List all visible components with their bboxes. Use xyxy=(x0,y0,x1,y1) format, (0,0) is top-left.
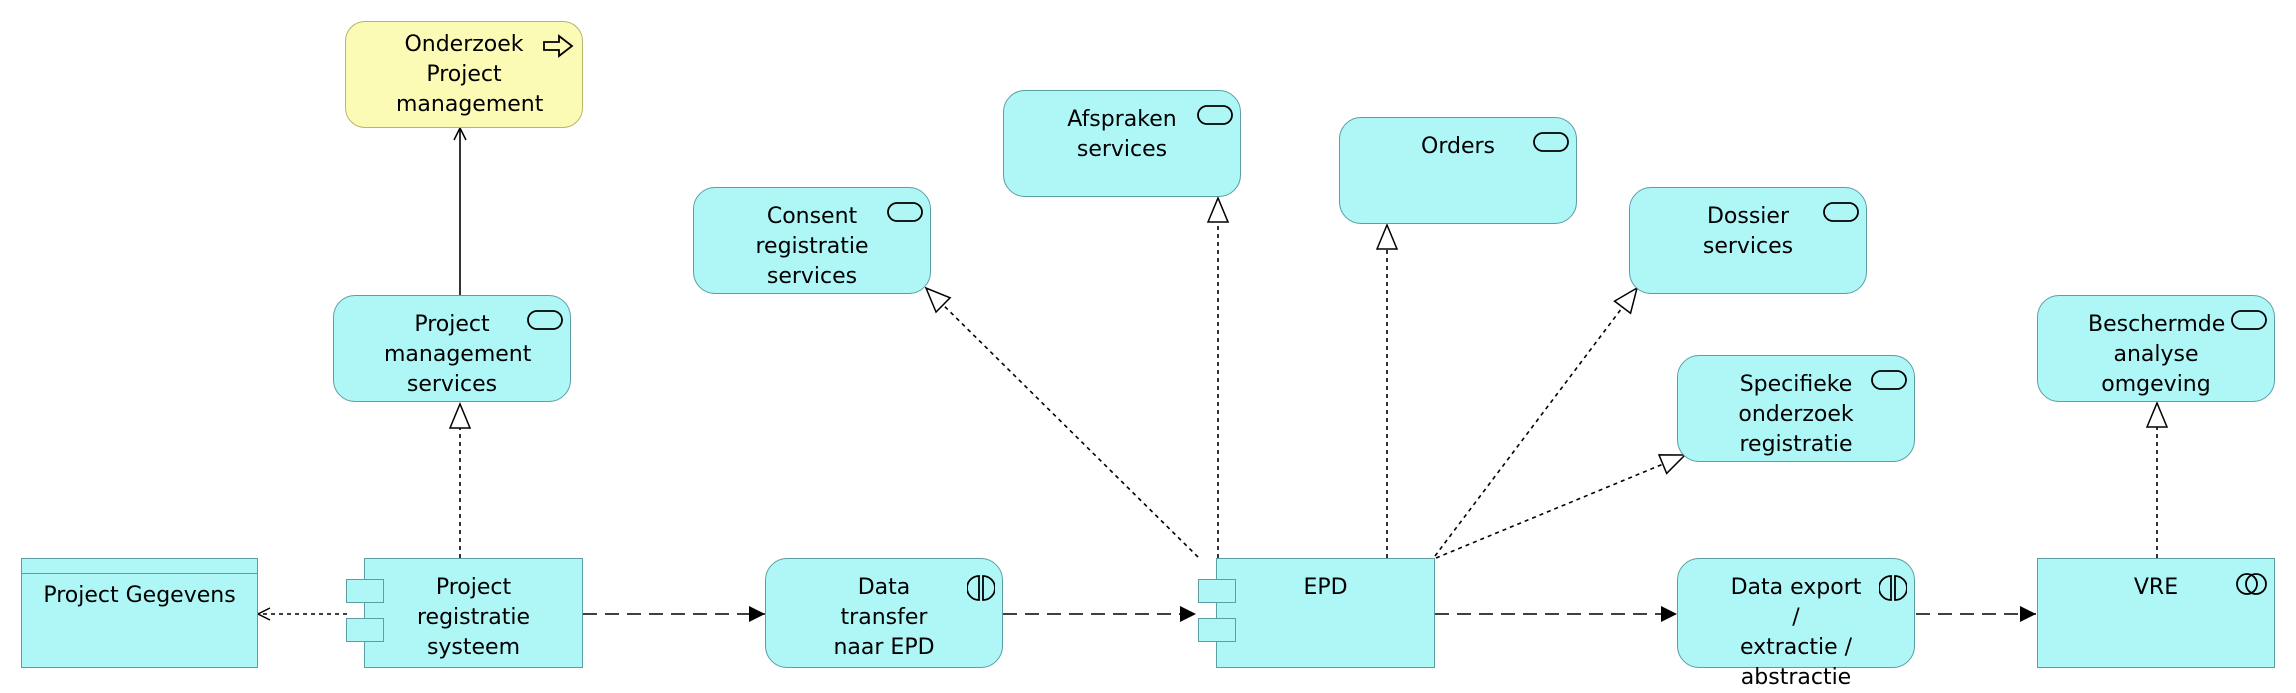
realization-connection xyxy=(1434,286,1639,557)
node-label: Data export / extractie / abstractie xyxy=(1730,575,1862,690)
onderzoek-project-management-process[interactable]: Onderzoek Project management xyxy=(345,21,583,128)
project-gegevens-data-object[interactable]: Project Gegevens xyxy=(21,558,258,668)
component-icon xyxy=(1198,618,1236,642)
project-management-services-node[interactable]: Project management services xyxy=(333,295,571,402)
node-label: Beschermde analyse omgeving xyxy=(2088,312,2226,397)
vre-collaboration[interactable]: VRE xyxy=(2037,558,2275,668)
beschermde-analyse-omgeving-node[interactable]: Beschermde analyse omgeving xyxy=(2037,295,2275,402)
data-export-extractie-abstractie-node[interactable]: Data export / extractie / abstractie xyxy=(1677,558,1915,690)
component-icon xyxy=(346,579,384,603)
epd-component[interactable]: EPD xyxy=(1216,558,1435,668)
service-icon xyxy=(887,202,923,222)
process-arrow-icon xyxy=(543,34,574,58)
node-label: Project registratie systeem xyxy=(416,575,531,660)
orders-node[interactable]: Orders xyxy=(1339,117,1577,224)
node-label: Data transfer naar EPD xyxy=(833,575,935,660)
interaction-icon xyxy=(1879,575,1907,601)
project-registratie-systeem-component[interactable]: Project registratie systeem xyxy=(364,558,583,668)
node-label: EPD xyxy=(1303,575,1348,600)
service-icon xyxy=(2231,310,2267,330)
data-transfer-naar-epd-node[interactable]: Data transfer naar EPD xyxy=(765,558,1003,668)
node-label: Onderzoek Project management xyxy=(396,32,544,117)
service-icon xyxy=(1197,105,1233,125)
realization-connection xyxy=(924,286,1199,558)
afspraken-services-node[interactable]: Afspraken services xyxy=(1003,90,1241,197)
node-label: Dossier services xyxy=(1702,204,1794,259)
collaboration-icon xyxy=(2236,573,2267,595)
node-label: Orders xyxy=(1421,134,1495,159)
specifieke-onderzoek-registratie-node[interactable]: Specifieke onderzoek registratie xyxy=(1677,355,1915,462)
node-label: Project management services xyxy=(384,312,532,397)
component-icon xyxy=(1198,579,1236,603)
node-label: Project Gegevens xyxy=(43,583,236,608)
node-label: Specifieke onderzoek registratie xyxy=(1738,372,1854,457)
service-icon xyxy=(1871,370,1907,390)
node-label: VRE xyxy=(2133,575,2179,600)
dossier-services-node[interactable]: Dossier services xyxy=(1629,187,1867,294)
object-header-divider xyxy=(22,573,257,574)
realization-connection xyxy=(1435,454,1687,559)
node-label: Consent registratie services xyxy=(755,204,869,289)
interaction-icon xyxy=(967,575,995,601)
service-icon xyxy=(1823,202,1859,222)
consent-registratie-services-node[interactable]: Consent registratie services xyxy=(693,187,931,294)
component-icon xyxy=(346,618,384,642)
service-icon xyxy=(527,310,563,330)
node-label: Afspraken services xyxy=(1067,107,1177,162)
service-icon xyxy=(1533,132,1569,152)
